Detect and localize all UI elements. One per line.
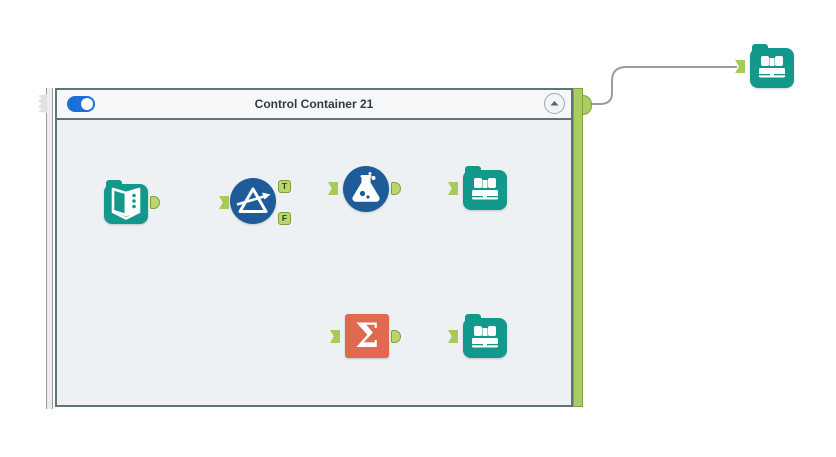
tool-browse-top[interactable] bbox=[463, 166, 507, 210]
container-collapse-button[interactable] bbox=[544, 93, 565, 114]
container-left-edge-bar[interactable] bbox=[46, 88, 53, 409]
tool-formula[interactable] bbox=[343, 166, 389, 212]
control-container-header[interactable]: Control Container 21 bbox=[57, 90, 571, 120]
tool-filter[interactable] bbox=[230, 178, 276, 224]
control-container[interactable]: Control Container 21 bbox=[55, 88, 573, 407]
binoculars-icon bbox=[472, 178, 498, 200]
container-enabled-toggle[interactable] bbox=[67, 96, 95, 112]
formula-output-anchor[interactable] bbox=[391, 182, 401, 195]
browse-top-input-anchor[interactable] bbox=[448, 182, 458, 195]
sigma-icon: Σ bbox=[354, 316, 380, 356]
toggle-knob bbox=[81, 98, 93, 110]
funnel-arrow-icon bbox=[236, 187, 271, 213]
browse-bottom-input-anchor[interactable] bbox=[448, 330, 458, 343]
filter-input-anchor[interactable] bbox=[219, 196, 229, 209]
browse-outside-input-anchor[interactable] bbox=[735, 60, 745, 73]
container-input-anchor[interactable] bbox=[38, 94, 47, 113]
connection-container-to-browse-outside[interactable] bbox=[591, 66, 737, 105]
container-title: Control Container 21 bbox=[254, 97, 374, 111]
tool-browse-outside[interactable] bbox=[750, 44, 794, 88]
summarize-output-anchor[interactable] bbox=[391, 330, 401, 343]
binoculars-icon bbox=[759, 56, 785, 78]
summarize-input-anchor[interactable] bbox=[330, 330, 340, 343]
formula-input-anchor[interactable] bbox=[328, 182, 338, 195]
container-right-bar[interactable] bbox=[573, 88, 583, 407]
input-data-output-anchor[interactable] bbox=[150, 196, 160, 209]
chevron-up-icon bbox=[550, 101, 559, 106]
filter-true-anchor[interactable]: T bbox=[278, 180, 291, 193]
binoculars-icon bbox=[472, 326, 498, 348]
tool-summarize[interactable]: Σ bbox=[345, 314, 389, 358]
flask-icon bbox=[352, 172, 380, 202]
tool-input-data[interactable] bbox=[104, 180, 148, 224]
open-book-icon bbox=[111, 187, 141, 220]
tool-browse-bottom[interactable] bbox=[463, 314, 507, 358]
filter-false-anchor[interactable]: F bbox=[278, 212, 291, 225]
